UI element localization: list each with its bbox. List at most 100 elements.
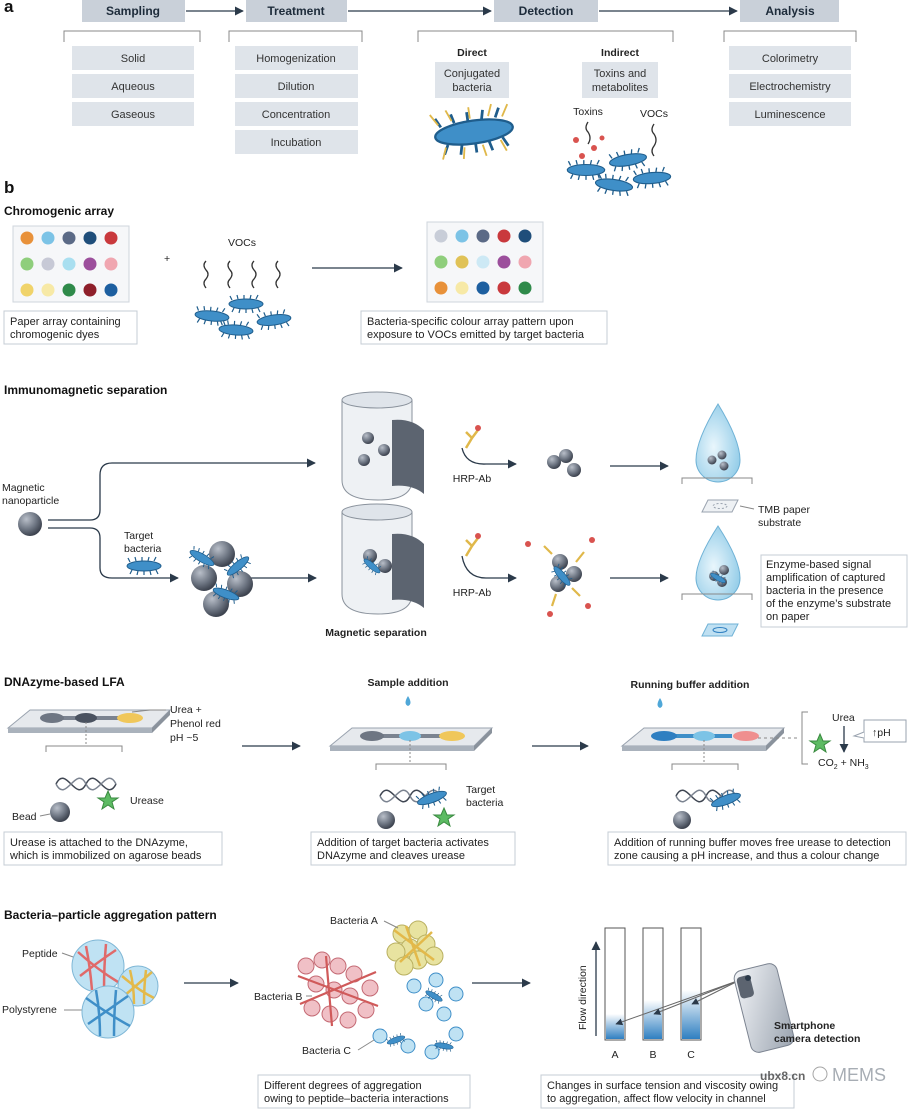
sampling-item-label: Gaseous — [111, 109, 156, 121]
treatment-item-label: Concentration — [262, 109, 331, 121]
magnetic-label-line-1: Magnetic — [2, 482, 45, 494]
caption-line: zone causing a pH increase, and thus a c… — [614, 850, 879, 862]
voc-squiggles-icon — [203, 260, 281, 289]
flow-direction-label: Flow direction — [577, 965, 589, 1030]
smartphone-label-line-1: Smartphone — [774, 1020, 835, 1032]
lfa-strip-3-icon — [620, 698, 786, 751]
reaction-bracket — [801, 711, 808, 765]
indirect-box-line-2: metabolites — [592, 82, 649, 94]
bead-icon — [50, 802, 70, 822]
panel-a-letter: a — [4, 0, 14, 16]
chromo-right-caption: Bacteria-specific colour array pattern u… — [360, 310, 608, 345]
magnet-separator-lower-icon — [341, 503, 424, 615]
chromo-bacteria-icon — [193, 294, 293, 341]
bacteria-b-label: Bacteria B — [254, 991, 302, 1003]
analysis-item-luminescence: Luminescence — [729, 102, 851, 126]
dye-dot — [518, 255, 532, 269]
dye-dot — [62, 283, 76, 297]
caption-line: Addition of running buffer moves free ur… — [614, 837, 891, 849]
immuno-branch-upper — [48, 458, 316, 521]
aggregation-title: Bacteria–particle aggregation pattern — [4, 908, 217, 922]
dye-dot — [497, 229, 511, 243]
toxins-label: Toxins — [573, 106, 603, 118]
peptide-label: Peptide — [22, 948, 58, 960]
sampling-item-aqueous: Aqueous — [72, 74, 194, 98]
lfa-caption-1: Urease is attached to the DNAzyme, which… — [3, 831, 223, 866]
dye-dot — [455, 229, 469, 243]
smartphone-label-line-2: camera detection — [774, 1033, 860, 1045]
dye-dot — [83, 283, 97, 297]
urea-phenol-line-2: Phenol red — [170, 718, 221, 730]
zoom-bracket-3 — [671, 763, 739, 770]
dye-dot — [455, 255, 469, 269]
caption-line: owing to peptide–bacteria interactions — [264, 1093, 449, 1105]
sampling-item-label: Solid — [121, 53, 145, 65]
treatment-item-concentration: Concentration — [235, 102, 358, 126]
channel-a: A — [604, 927, 626, 1061]
caption-line: Bacteria-specific colour array pattern u… — [367, 316, 574, 328]
bacteria-c-leader — [357, 1039, 375, 1051]
detection-header-label: Detection — [519, 4, 574, 18]
zoom-bracket-2 — [375, 763, 447, 770]
treatment-item-label: Dilution — [278, 81, 315, 93]
lfa-strip-1-icon — [6, 709, 172, 733]
sampling-item-solid: Solid — [72, 46, 194, 70]
voc-squiggle-icon — [651, 123, 657, 157]
dye-dot — [41, 283, 55, 297]
magnetic-nanoparticle-icon — [18, 512, 42, 536]
hrp-antibody-lower-icon — [464, 533, 481, 557]
vocs-label: VOCs — [640, 108, 668, 120]
urease-label: Urease — [130, 795, 164, 807]
urease-star-icon — [96, 789, 120, 811]
target-label-line-1: Target — [124, 530, 153, 542]
immuno-title: Immunomagnetic separation — [4, 383, 167, 397]
bead-3-icon — [673, 811, 691, 829]
dye-dot — [83, 231, 97, 245]
dye-dot — [476, 229, 490, 243]
dye-dot — [62, 231, 76, 245]
zoom-bracket-1 — [45, 745, 123, 752]
watermark: ubx8.cn MEMS — [760, 1065, 886, 1085]
peptide-particles-icon — [71, 939, 159, 1039]
caption-line: bacteria in the presence — [766, 585, 883, 597]
analysis-item-electrochemistry: Electrochemistry — [729, 74, 851, 98]
treatment-item-dilution: Dilution — [235, 74, 358, 98]
tmb-drop-lower-icon — [681, 525, 753, 637]
bead-leader — [39, 813, 51, 817]
bacteria-a-label: Bacteria A — [330, 915, 378, 927]
caption-line: Urease is attached to the DNAzyme, — [10, 837, 188, 849]
channel-c-label: C — [687, 1049, 695, 1061]
ph-callout: ↑pH — [852, 719, 907, 743]
caption-line: chromogenic dyes — [10, 329, 100, 341]
dye-dot — [434, 255, 448, 269]
dye-dot — [104, 283, 118, 297]
caption-line: Different degrees of aggregation — [264, 1080, 422, 1092]
sampling-header-label: Sampling — [106, 4, 160, 18]
magsep-label: Magnetic separation — [325, 627, 427, 639]
running-buffer-title: Running buffer addition — [631, 679, 750, 691]
panel-b-letter: b — [4, 178, 14, 197]
caption-line: exposure to VOCs emitted by target bacte… — [367, 329, 585, 341]
urease-star-3-icon — [808, 732, 832, 754]
hrp-label-upper: HRP-Ab — [453, 473, 492, 485]
dye-dot — [20, 257, 34, 271]
immuno-branch-lower — [48, 527, 179, 583]
dye-dot — [20, 283, 34, 297]
dye-dot — [518, 229, 532, 243]
bacteria-a-leader — [383, 920, 399, 929]
plus-sign: + — [164, 253, 170, 265]
analysis-item-label: Electrochemistry — [749, 81, 831, 93]
dye-dot — [104, 257, 118, 271]
watermark-brand: MEMS — [832, 1065, 886, 1085]
treatment-item-incubation: Incubation — [235, 130, 358, 154]
dye-dot — [476, 255, 490, 269]
dye-dot — [62, 257, 76, 271]
enzyme-caption: Enzyme-based signal amplification of cap… — [760, 554, 908, 628]
dye-dot — [497, 281, 511, 295]
ph-up-label: ↑pH — [872, 727, 891, 739]
caption-line: to aggregation, affect flow velocity in … — [547, 1093, 766, 1105]
magnet-separator-upper-icon — [341, 391, 424, 501]
products-label: CO2 + NH3 — [818, 757, 869, 771]
magnetic-label-line-2: nanoparticle — [2, 495, 59, 507]
